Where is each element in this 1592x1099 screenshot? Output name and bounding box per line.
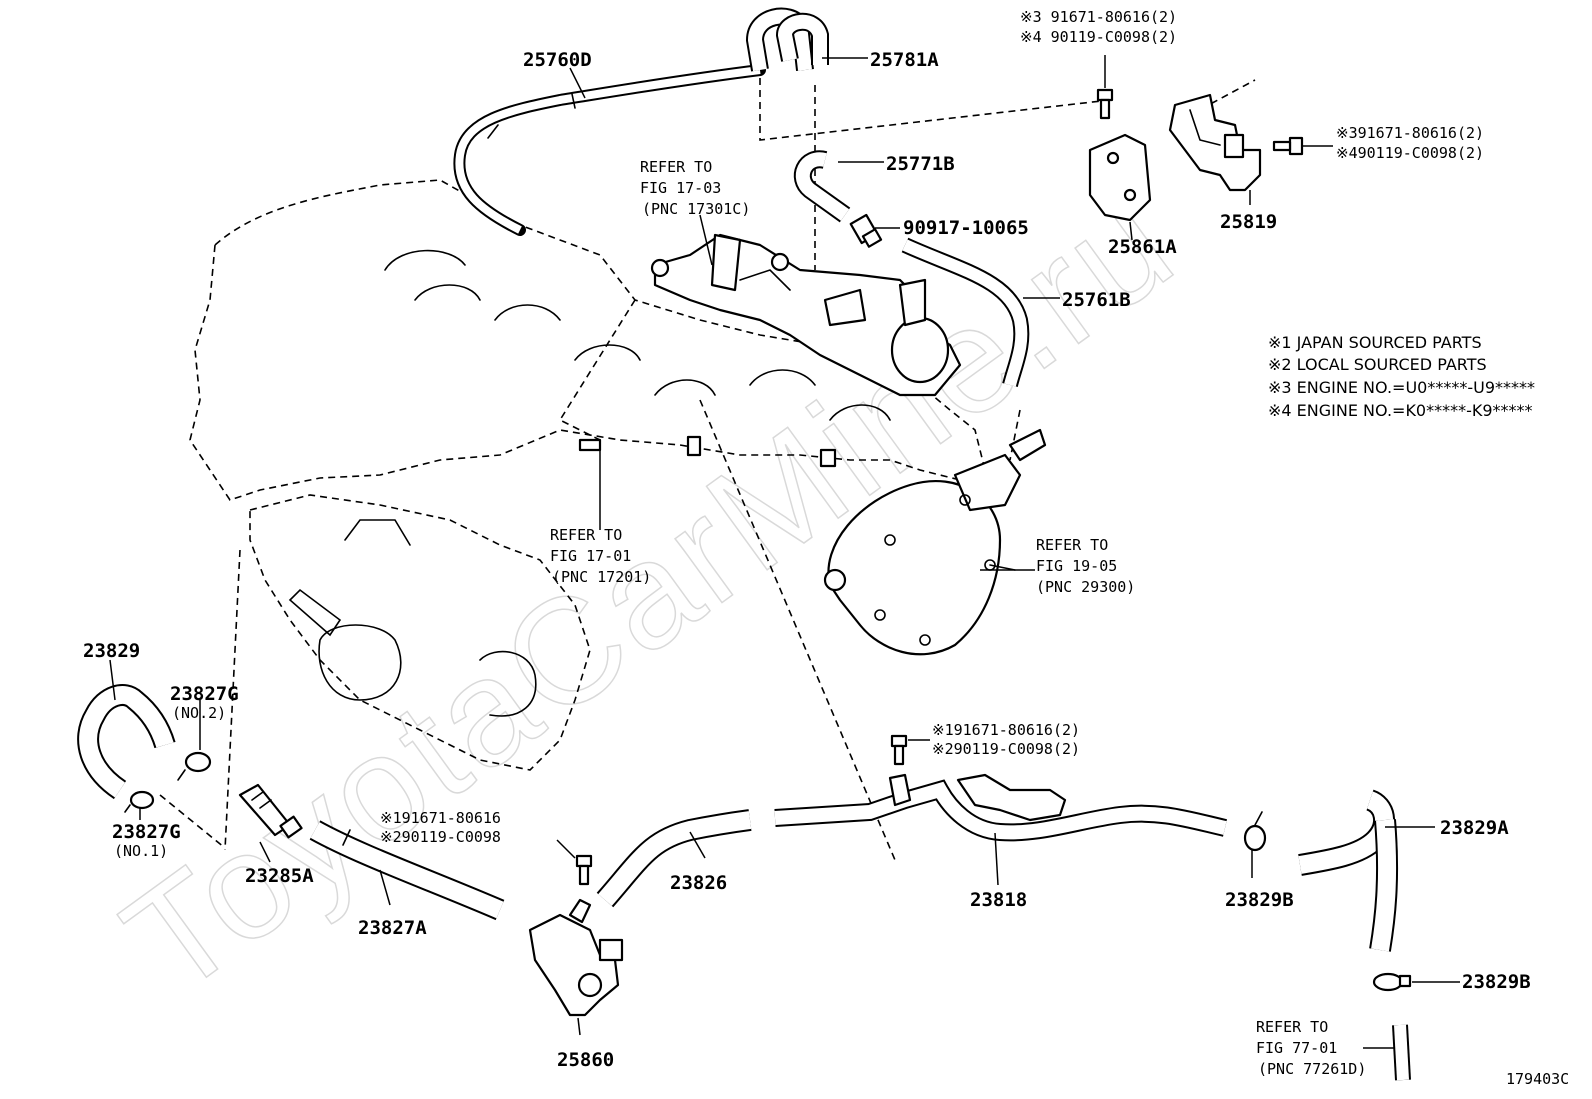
hose-25781A (745, 7, 829, 72)
hose-23827A (309, 820, 505, 921)
figure-id: 179403C (1506, 1070, 1569, 1088)
callout-mid-1: ※191671-80616(2) (932, 721, 1080, 739)
label-23818: 23818 (970, 889, 1027, 911)
clamp-23829B-lower (1372, 972, 1412, 992)
clamp-23827G-no1 (124, 790, 155, 813)
hose-25761B (901, 237, 1030, 388)
reference-fig-17-01[interactable]: REFER TO FIG 17-01 (PNC 17201) (550, 526, 651, 586)
reference-line2: FIG 19-05 (1036, 557, 1117, 575)
label-23285A: 23285A (245, 865, 314, 887)
reference-pnc: (PNC 77261D) (1258, 1060, 1366, 1078)
callout-low-2: ※290119-C0098 (380, 828, 501, 846)
reference-line2: FIG 17-03 (640, 179, 721, 197)
label-23827G-no2: 23827G (170, 683, 239, 705)
pipe-23818 (774, 773, 1228, 842)
hose-23826 (596, 809, 752, 908)
part-labels: 25760D 25781A 25771B 90917-10065 25761B … (83, 49, 1531, 1071)
bolt-lower (575, 854, 593, 886)
clamp-23829B-upper (1243, 811, 1267, 852)
label-23827G-no1-sub: (NO.1) (114, 842, 168, 860)
label-25771B: 25771B (886, 153, 955, 175)
label-25861A: 25861A (1108, 236, 1177, 258)
reference-fig-19-05[interactable]: REFER TO FIG 19-05 (PNC 29300) (1036, 536, 1135, 596)
bolt-right (1272, 136, 1304, 156)
hose-23829 (77, 684, 176, 800)
label-23827G-no2-sub: (NO.2) (172, 704, 226, 722)
reference-line1: REFER TO (550, 526, 622, 544)
vacuum-pump (823, 428, 1047, 656)
reference-pnc: (PNC 29300) (1036, 578, 1135, 596)
vsv-25860 (528, 898, 624, 1017)
bolt-mid (890, 734, 908, 766)
callout-top-2: ※4 90119-C0098(2) (1020, 28, 1177, 46)
reference-line2: FIG 17-01 (550, 547, 631, 565)
legend-item-4: ※4 ENGINE NO.=K0*****-K9***** (1268, 401, 1533, 420)
label-23829A: 23829A (1440, 817, 1509, 839)
hose-25771B (793, 150, 851, 223)
legend: ※1 JAPAN SOURCED PARTS ※2 LOCAL SOURCED … (1268, 333, 1535, 420)
label-23829: 23829 (83, 640, 140, 662)
connector-23285A (238, 783, 303, 839)
legend-item-3: ※3 ENGINE NO.=U0*****-U9***** (1268, 378, 1535, 397)
reference-fig-17-03[interactable]: REFER TO FIG 17-03 (PNC 17301C) (640, 158, 750, 218)
label-23827G-no1: 23827G (112, 821, 181, 843)
label-25761B: 25761B (1062, 289, 1131, 311)
label-23829B-lower: 23829B (1462, 971, 1531, 993)
bolt-top (1096, 88, 1114, 120)
label-25781A: 25781A (870, 49, 939, 71)
vsv-25819 (1168, 93, 1262, 192)
legend-item-1: ※1 JAPAN SOURCED PARTS (1268, 333, 1482, 352)
dashed-leaders (159, 78, 1256, 861)
callout-right-2: ※490119-C0098(2) (1336, 144, 1484, 162)
hose-25760D-inner (455, 66, 761, 234)
callout-right-1: ※391671-80616(2) (1336, 124, 1484, 142)
clamp-23827G-no2 (177, 751, 212, 781)
reference-fig-77-01[interactable]: REFER TO FIG 77-01 (PNC 77261D) (1256, 1018, 1366, 1078)
legend-item-2: ※2 LOCAL SOURCED PARTS (1268, 355, 1487, 374)
intake-manifold (650, 233, 962, 397)
reference-line1: REFER TO (640, 158, 712, 176)
callout-top-1: ※3 91671-80616(2) (1020, 8, 1177, 26)
hose-23829A (1298, 789, 1399, 952)
reference-line1: REFER TO (1036, 536, 1108, 554)
label-25860: 25860 (557, 1049, 614, 1071)
reference-pnc: (PNC 17301C) (642, 200, 750, 218)
leader-lines (109, 55, 1460, 1049)
callout-low-1: ※191671-80616 (380, 809, 501, 827)
label-23827A: 23827A (358, 917, 427, 939)
label-23829B-upper: 23829B (1225, 889, 1294, 911)
label-90917-10065: 90917-10065 (903, 217, 1029, 239)
reference-pnc: (PNC 17201) (552, 568, 651, 586)
callout-mid-2: ※290119-C0098(2) (932, 740, 1080, 758)
fitting-90917-10065 (849, 213, 883, 248)
bracket-25861A (1088, 133, 1152, 222)
reference-line1: REFER TO (1256, 1018, 1328, 1036)
label-25819: 25819 (1220, 211, 1277, 233)
bolt-callouts: ※3 91671-80616(2) ※4 90119-C0098(2) ※391… (380, 8, 1484, 846)
reference-line2: FIG 77-01 (1256, 1039, 1337, 1057)
label-25760D: 25760D (523, 49, 592, 71)
label-23826: 23826 (670, 872, 727, 894)
